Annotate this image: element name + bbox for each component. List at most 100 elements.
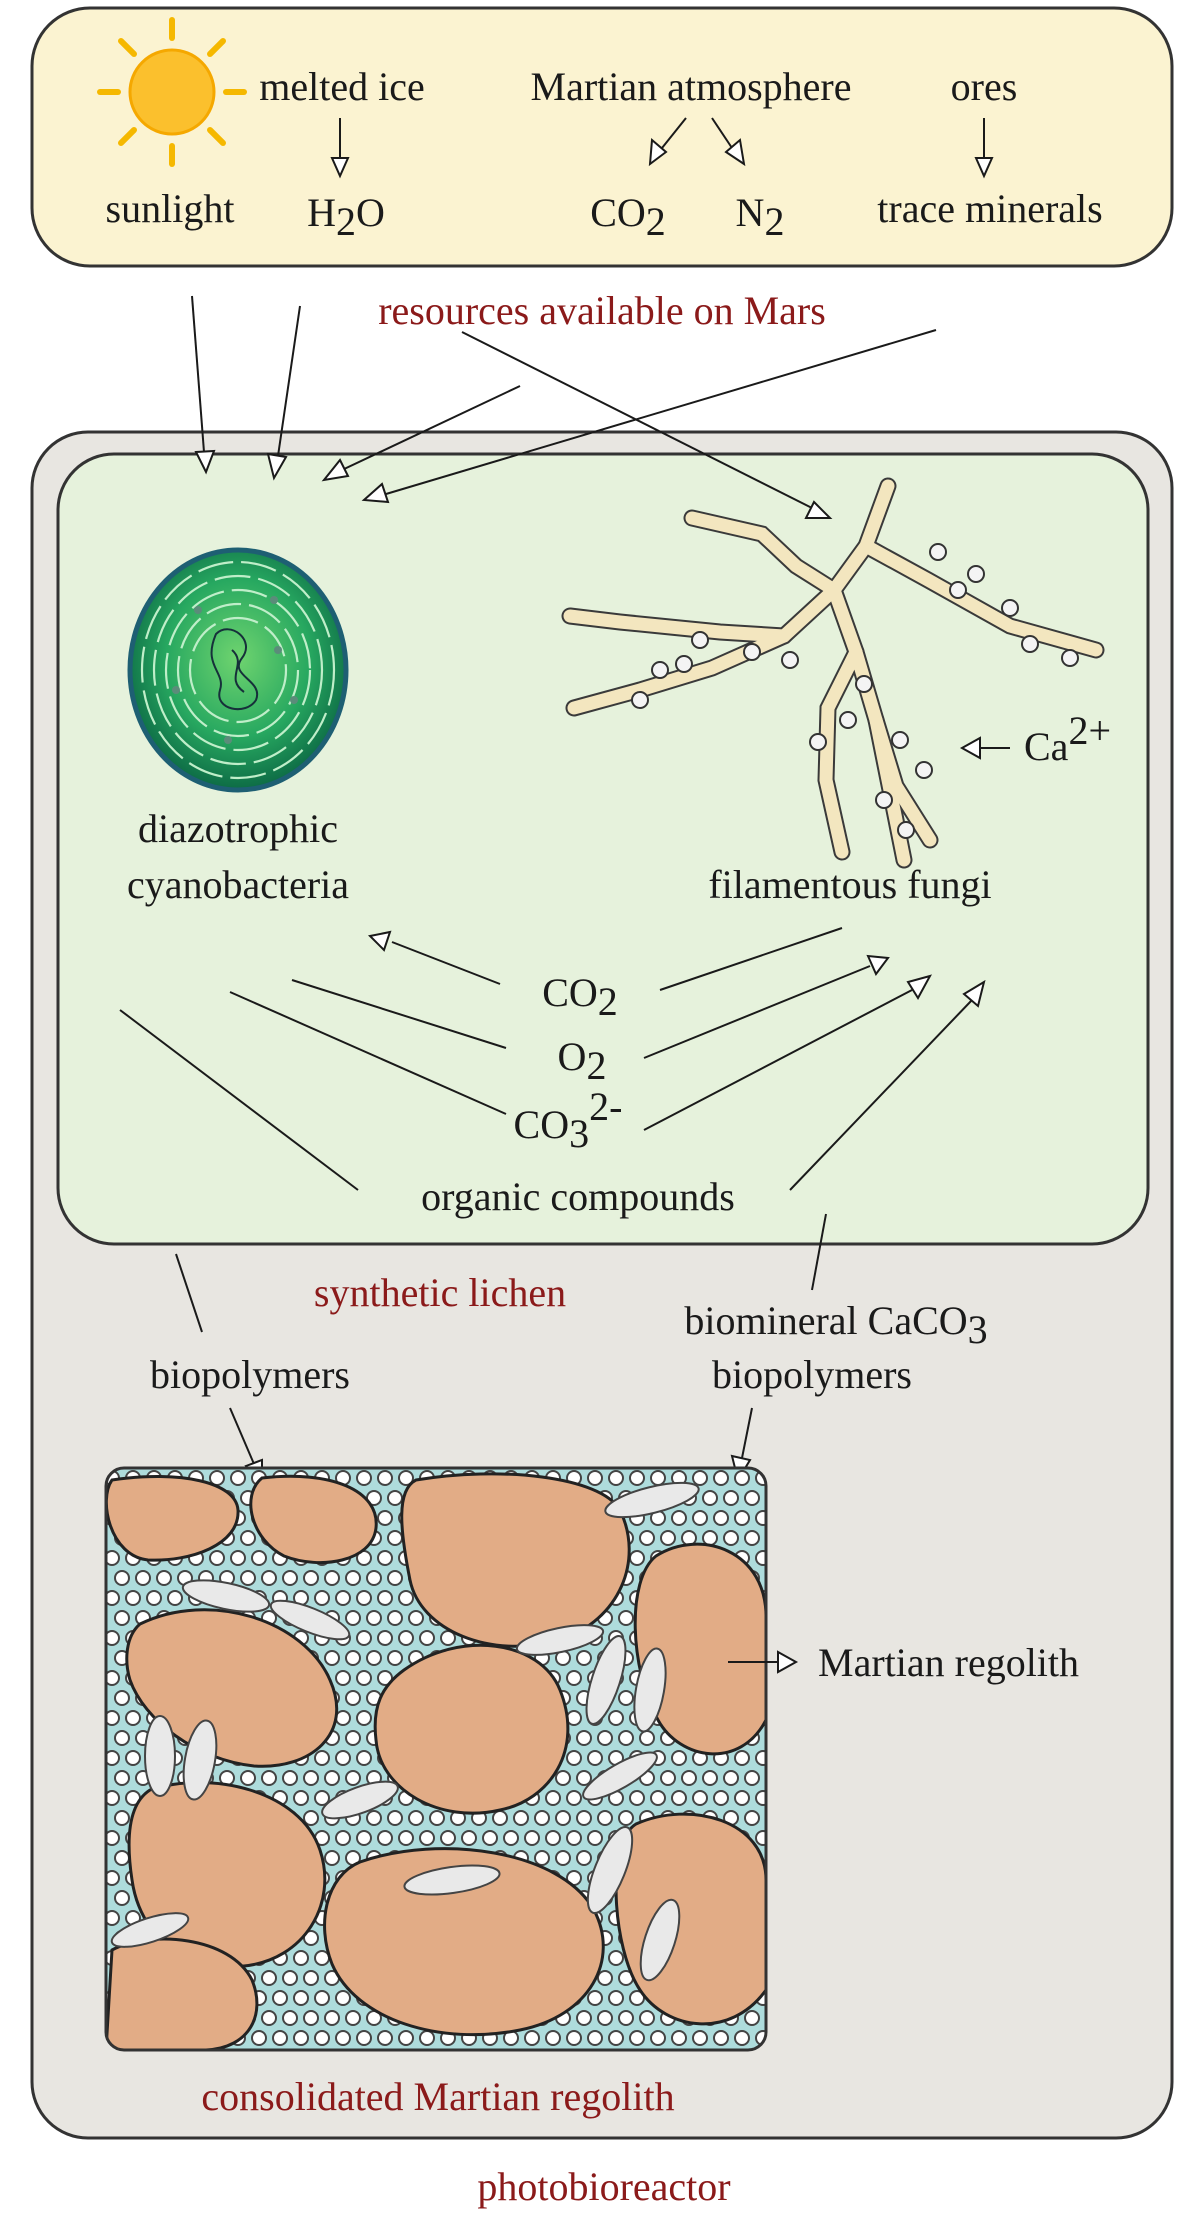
matrix-bead	[114, 1730, 130, 1746]
matrix-bead	[314, 1750, 330, 1766]
matrix-bead	[377, 2030, 393, 2046]
atmosphere-label: Martian atmosphere	[531, 64, 852, 109]
matrix-bead	[356, 1830, 372, 1846]
matrix-bead	[303, 1810, 319, 1826]
matrix-bead	[419, 1630, 435, 1646]
sunlight-label: sunlight	[106, 186, 235, 231]
matrix-bead	[293, 1950, 309, 1966]
matrix-bead	[230, 1550, 246, 1566]
matrix-bead	[261, 1570, 277, 1586]
matrix-bead	[303, 1970, 319, 1986]
matrix-bead	[106, 1830, 120, 1846]
matrix-bead	[597, 1970, 613, 1986]
resources-caption: resources available on Mars	[378, 288, 826, 333]
product-right-2: biopolymers	[712, 1352, 912, 1397]
matrix-bead	[713, 1510, 729, 1526]
matrix-bead	[608, 1950, 624, 1966]
matrix-bead	[303, 1770, 319, 1786]
matrix-bead	[534, 1810, 550, 1826]
cyano-label-line1: diazotrophic	[138, 806, 338, 851]
matrix-bead	[755, 1790, 766, 1806]
matrix-bead	[106, 1630, 120, 1646]
matrix-bead	[114, 1770, 130, 1786]
regolith-pointer	[728, 1650, 799, 1674]
matrix-bead	[660, 1770, 676, 1786]
matrix-bead	[597, 1810, 613, 1826]
matrix-bead	[702, 1770, 718, 1786]
matrix-bead	[618, 1730, 634, 1746]
lichen-caption: synthetic lichen	[314, 1270, 566, 1315]
matrix-bead	[618, 2010, 634, 2026]
matrix-bead	[587, 1990, 603, 2006]
matrix-bead	[240, 1770, 256, 1786]
matrix-bead	[314, 1590, 330, 1606]
matrix-bead	[713, 1470, 729, 1486]
matrix-bead	[356, 1590, 372, 1606]
matrix-bead	[377, 1670, 393, 1686]
matrix-bead	[524, 2030, 540, 2046]
matrix-bead	[650, 1790, 666, 1806]
matrix-bead	[335, 2030, 351, 2046]
matrix-bead	[387, 1570, 403, 1586]
matrix-bead	[534, 1850, 550, 1866]
matrix-bead	[650, 2030, 666, 2046]
matrix-bead	[681, 1770, 697, 1786]
matrix-bead	[125, 1750, 141, 1766]
resource-to-lichen-arrows	[191, 295, 937, 519]
matrix-bead	[293, 1990, 309, 2006]
matrix-bead	[366, 1570, 382, 1586]
matrix-bead	[608, 1990, 624, 2006]
matrix-bead	[335, 1710, 351, 1726]
matrix-bead	[282, 1770, 298, 1786]
matrix-bead	[272, 1990, 288, 2006]
matrix-bead	[755, 1550, 766, 1566]
matrix-bead	[106, 1910, 120, 1926]
matrix-bead	[744, 1770, 760, 1786]
matrix-bead	[324, 1850, 340, 1866]
trace-minerals-label: trace minerals	[877, 186, 1102, 231]
matrix-bead	[702, 1490, 718, 1506]
matrix-bead	[734, 2030, 750, 2046]
matrix-bead	[692, 1790, 708, 1806]
matrix-bead	[125, 1590, 141, 1606]
matrix-bead	[345, 1730, 361, 1746]
matrix-bead	[303, 2010, 319, 2026]
matrix-bead	[671, 1790, 687, 1806]
matrix-bead	[408, 1610, 424, 1626]
matrix-bead	[566, 1790, 582, 1806]
matrix-bead	[660, 1530, 676, 1546]
matrix-bead	[650, 1470, 666, 1486]
matrix-bead	[576, 1770, 592, 1786]
matrix-bead	[324, 1570, 340, 1586]
matrix-bead	[114, 1890, 130, 1906]
matrix-bead	[671, 2030, 687, 2046]
matrix-bead	[597, 2010, 613, 2026]
matrix-bead	[314, 2030, 330, 2046]
matrix-bead	[461, 1830, 477, 1846]
matrix-bead	[356, 1670, 372, 1686]
matrix-bead	[545, 1830, 561, 1846]
matrix-bead	[230, 1470, 246, 1486]
matrix-bead	[251, 2030, 267, 2046]
matrix-bead	[106, 1550, 120, 1566]
matrix-bead	[629, 1990, 645, 2006]
matrix-bead	[545, 1790, 561, 1806]
matrix-bead	[106, 1710, 120, 1726]
matrix-bead	[629, 1470, 645, 1486]
n2-formula: N2	[736, 190, 785, 244]
matrix-bead	[429, 1810, 445, 1826]
co2-formula: CO2	[590, 190, 666, 244]
regolith-label: Martian regolith	[818, 1640, 1079, 1685]
matrix-bead	[576, 1650, 592, 1666]
matrix-bead	[755, 1750, 766, 1766]
exchange-o2: O2	[558, 1034, 607, 1088]
matrix-bead	[608, 1470, 624, 1486]
matrix-bead	[618, 1610, 634, 1626]
matrix-bead	[398, 1470, 414, 1486]
matrix-bead	[324, 2010, 340, 2026]
matrix-bead	[366, 1810, 382, 1826]
regolith-caption: consolidated Martian regolith	[201, 2074, 674, 2119]
matrix-bead	[335, 1590, 351, 1606]
matrix-bead	[345, 1650, 361, 1666]
